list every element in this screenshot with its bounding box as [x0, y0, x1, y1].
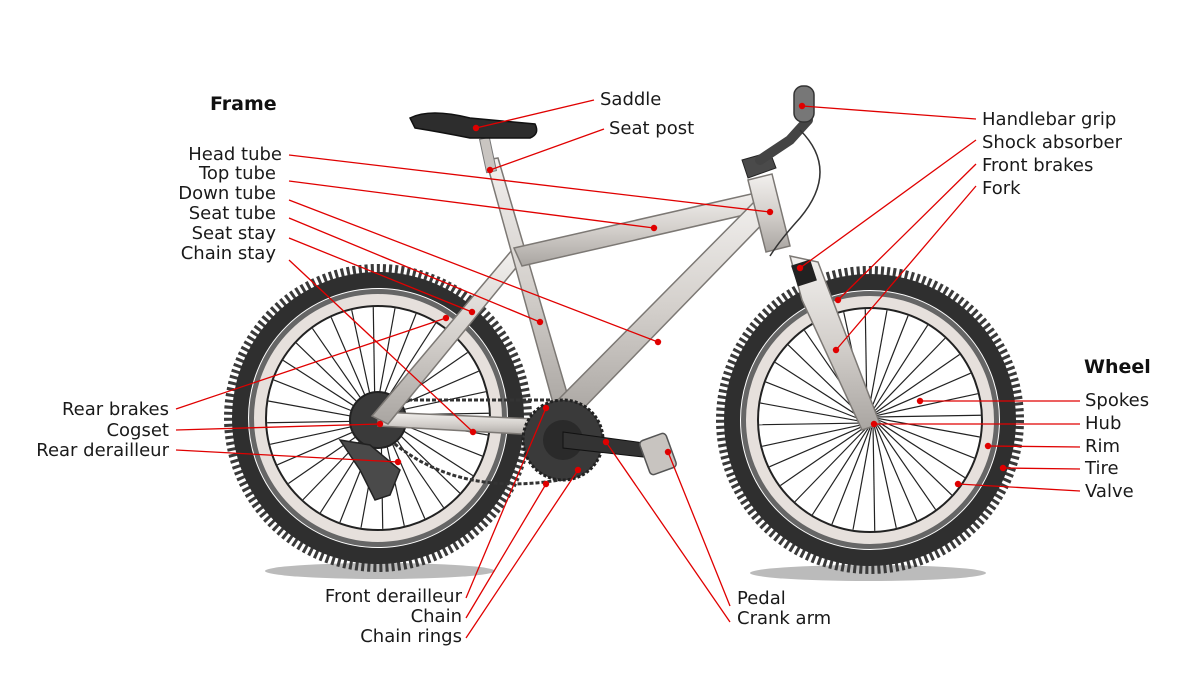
label-seat-post: Seat post	[609, 118, 695, 139]
leader-lines	[175, 99, 1081, 639]
label-cogset: Cogset	[106, 420, 169, 441]
label-rear-derailleur: Rear derailleur	[36, 440, 169, 461]
label-pedal: Pedal	[737, 588, 786, 609]
pedal	[639, 432, 677, 476]
seat-post	[478, 136, 498, 174]
label-seat-tube: Seat tube	[188, 203, 276, 224]
label-rear-brakes: Rear brakes	[61, 399, 169, 420]
leader-dots	[376, 102, 1007, 488]
label-saddle: Saddle	[600, 89, 662, 110]
label-spokes: Spokes	[1085, 390, 1150, 411]
label-tire: Tire	[1085, 458, 1119, 479]
frame-group-title: Frame	[210, 93, 277, 115]
label-crank-arm: Crank arm	[737, 608, 832, 629]
label-front-brakes: Front brakes	[982, 155, 1094, 176]
label-fork: Fork	[982, 178, 1021, 199]
label-hub: Hub	[1085, 413, 1122, 434]
label-valve: Valve	[1085, 481, 1134, 502]
frame	[370, 157, 881, 437]
front-wheel	[716, 266, 1024, 574]
label-chain-rings: Chain rings	[360, 626, 462, 647]
label-seat-stay: Seat stay	[191, 223, 276, 244]
label-front-derailleur: Front derailleur	[324, 586, 462, 607]
label-chain: Chain	[410, 606, 462, 627]
label-handlebar-grip: Handlebar grip	[982, 109, 1117, 130]
brake-cable	[769, 129, 821, 257]
label-chain-stay: Chain stay	[180, 243, 276, 264]
saddle	[408, 112, 538, 139]
label-head-tube: Head tube	[188, 144, 282, 165]
label-down-tube: Down tube	[178, 183, 276, 204]
wheel-group-title: Wheel	[1084, 356, 1151, 378]
label-rim: Rim	[1085, 436, 1121, 457]
label-top-tube: Top tube	[198, 163, 276, 184]
label-shock-absorber: Shock absorber	[982, 132, 1123, 153]
handlebar	[755, 115, 813, 165]
rear-derailleur	[338, 438, 401, 501]
